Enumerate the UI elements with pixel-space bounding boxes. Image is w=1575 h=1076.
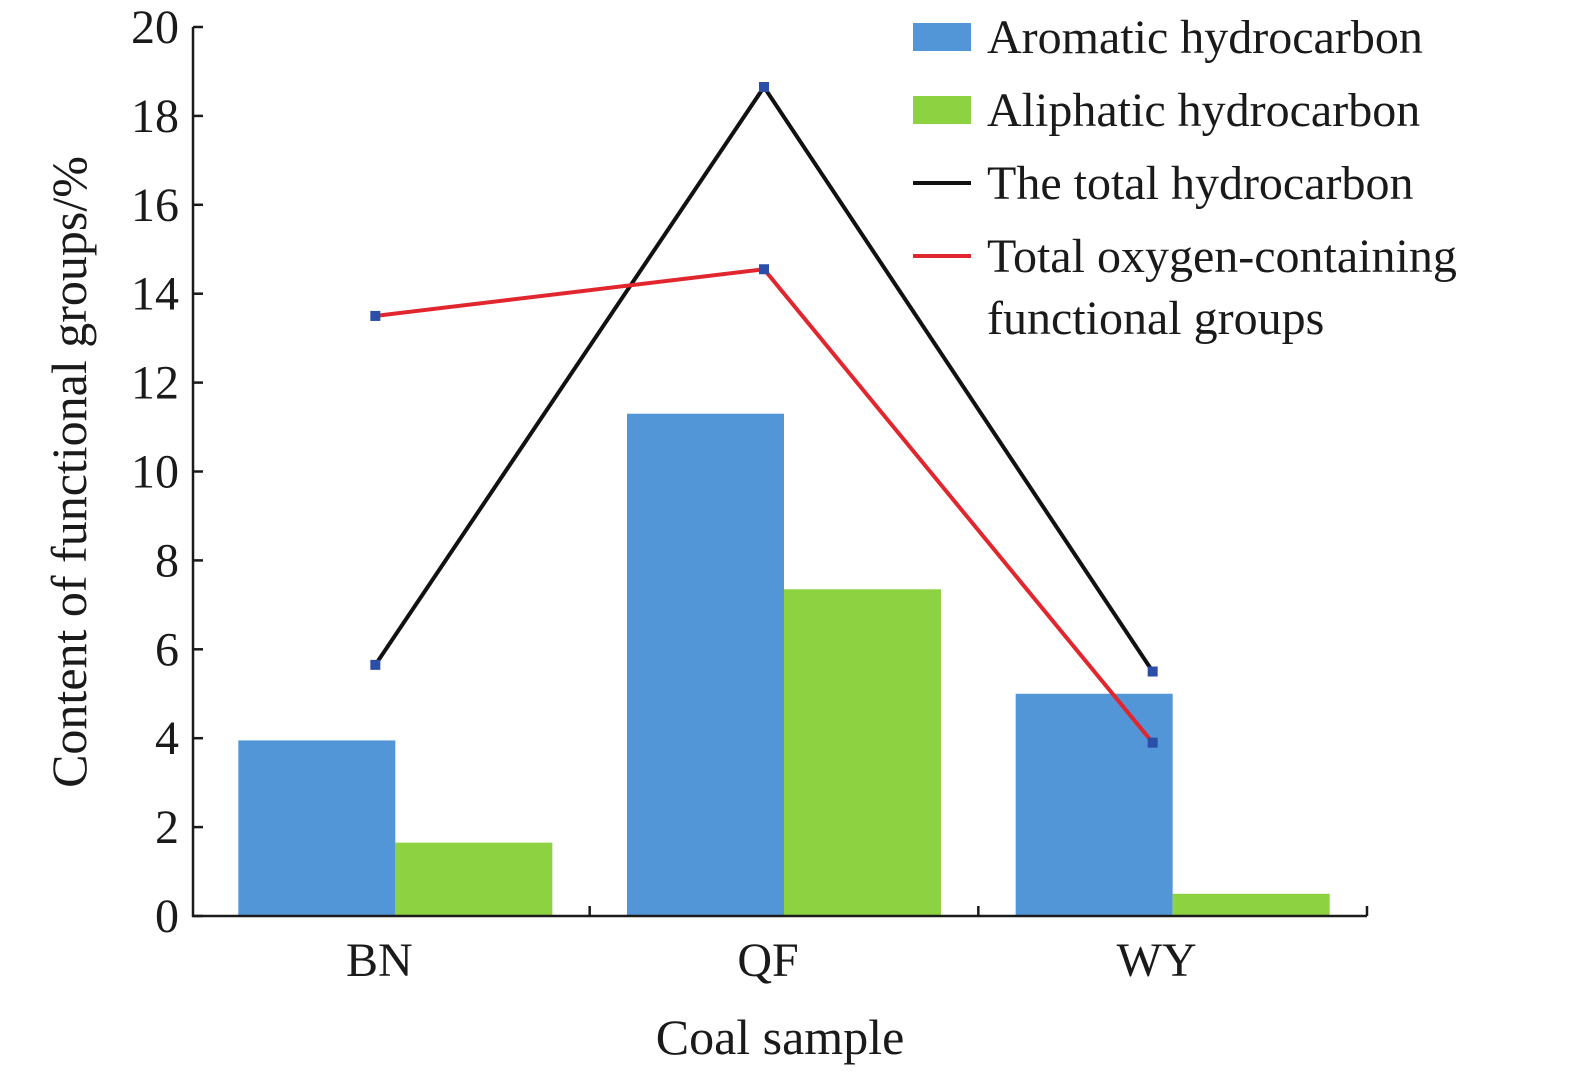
bars-layer: [238, 413, 1330, 916]
legend-swatch-aromatic-hydrocarbon: [913, 23, 971, 51]
legend-label-aliphatic-hydrocarbon: Aliphatic hydrocarbon: [987, 84, 1420, 137]
marker-total-oxygen-containing-functional-groups-bn: [370, 310, 381, 321]
bar-aromatic-hydrocarbon-wy: [1015, 693, 1173, 916]
legend-label-total-oxygen-containing-functional-groups-1: Total oxygen-containing: [987, 230, 1457, 283]
legend-label-aromatic-hydrocarbon: Aromatic hydrocarbon: [987, 11, 1423, 64]
marker-the-total-hydrocarbon-bn: [370, 659, 381, 670]
legend-swatch-aliphatic-hydrocarbon: [913, 96, 971, 124]
y-tick-label-0: 0: [155, 890, 179, 943]
y-tick-label-10: 10: [131, 446, 179, 499]
marker-total-oxygen-containing-functional-groups-qf: [759, 264, 769, 275]
x-tick-label-qf: QF: [737, 934, 798, 987]
y-tick-label-12: 12: [131, 357, 179, 410]
marker-the-total-hydrocarbon-wy: [1147, 666, 1158, 677]
x-tick-label-wy: WY: [1117, 934, 1197, 987]
y-tick-label-20: 20: [131, 1, 179, 54]
bar-aromatic-hydrocarbon-qf: [627, 413, 784, 916]
y-tick-label-14: 14: [131, 268, 179, 321]
bar-aromatic-hydrocarbon-bn: [238, 740, 396, 916]
y-tick-label-6: 6: [155, 623, 179, 676]
legend-label-total-oxygen-containing-functional-groups-2: functional groups: [987, 292, 1324, 345]
marker-the-total-hydrocarbon-qf: [759, 82, 769, 93]
y-tick-label-18: 18: [131, 90, 179, 143]
x-tick-label-bn: BN: [346, 934, 413, 987]
marker-total-oxygen-containing-functional-groups-wy: [1147, 737, 1158, 748]
legend-label-the-total-hydrocarbon: The total hydrocarbon: [987, 157, 1414, 210]
bar-aliphatic-hydrocarbon-bn: [395, 842, 553, 916]
y-tick-label-4: 4: [155, 712, 179, 765]
bar-aliphatic-hydrocarbon-wy: [1172, 893, 1330, 916]
bar-aliphatic-hydrocarbon-qf: [784, 589, 941, 916]
x-axis-title: Coal sample: [656, 1009, 905, 1065]
lines-layer: [370, 82, 1158, 748]
y-tick-label-2: 2: [155, 801, 179, 854]
y-tick-label-8: 8: [155, 534, 179, 587]
y-axis-title: Content of functional groups/%: [41, 156, 97, 788]
y-tick-label-16: 16: [131, 179, 179, 232]
